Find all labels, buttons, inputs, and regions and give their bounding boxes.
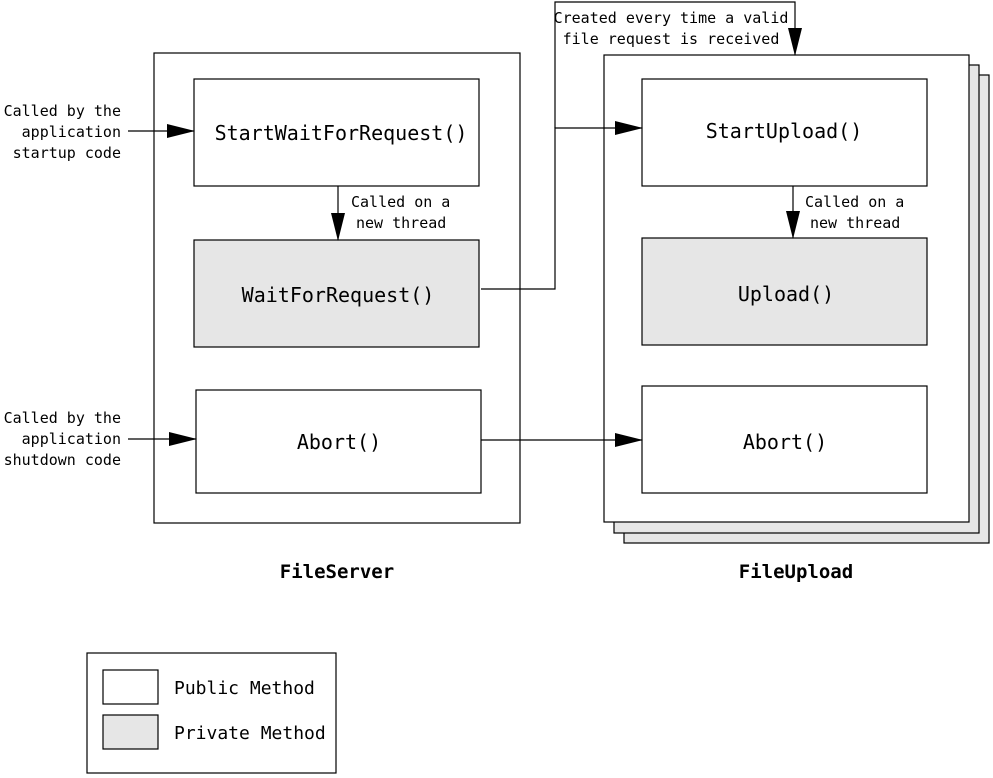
legend-private-label: Private Method — [174, 723, 326, 744]
startup-note-line-3: startup code — [13, 144, 121, 162]
startup-note: Called by the application startup code — [4, 102, 121, 162]
server-thread-note-line-2: new thread — [356, 214, 446, 232]
upload-abort-box — [641, 385, 928, 494]
upload-box — [641, 237, 928, 346]
upload-thread-note: Called on a new thread — [805, 193, 904, 232]
legend-public-label: Public Method — [174, 678, 315, 699]
request-to-start-upload-connector — [481, 121, 643, 290]
created-note-line-2: file request is received — [563, 30, 780, 48]
shutdown-note-line-1: Called by the — [4, 409, 121, 427]
created-note-line-1: Created every time a valid — [554, 9, 789, 27]
file-server-title: FileServer — [280, 561, 394, 583]
wait-for-request-label: WaitForRequest() — [242, 283, 435, 307]
shutdown-note-line-3: shutdown code — [4, 451, 121, 469]
start-upload-label: StartUpload() — [706, 119, 863, 143]
file-upload-title: FileUpload — [739, 561, 853, 583]
upload-thread-note-line-1: Called on a — [805, 193, 904, 211]
startup-note-line-2: application — [22, 123, 121, 141]
start-upload-box — [641, 78, 928, 187]
legend: Public Method Private Method — [86, 652, 337, 774]
start-wait-for-request-box — [193, 78, 480, 187]
legend-private-swatch — [102, 714, 159, 750]
upload-label: Upload() — [738, 282, 834, 306]
server-thread-note: Called on a new thread — [351, 193, 450, 232]
server-abort-box — [195, 389, 482, 494]
startup-note-line-1: Called by the — [4, 102, 121, 120]
legend-public-swatch — [102, 669, 159, 705]
created-note: Created every time a valid file request … — [554, 9, 789, 48]
created-note-bracket — [554, 1, 802, 128]
upload-thread-note-line-2: new thread — [810, 214, 900, 232]
server-abort-label: Abort() — [297, 430, 381, 454]
start-wait-for-request-label: StartWaitForRequest() — [215, 121, 468, 145]
upload-abort-label: Abort() — [743, 430, 827, 454]
shutdown-note: Called by the application shutdown code — [4, 409, 121, 469]
shutdown-note-line-2: application — [22, 430, 121, 448]
server-thread-note-line-1: Called on a — [351, 193, 450, 211]
